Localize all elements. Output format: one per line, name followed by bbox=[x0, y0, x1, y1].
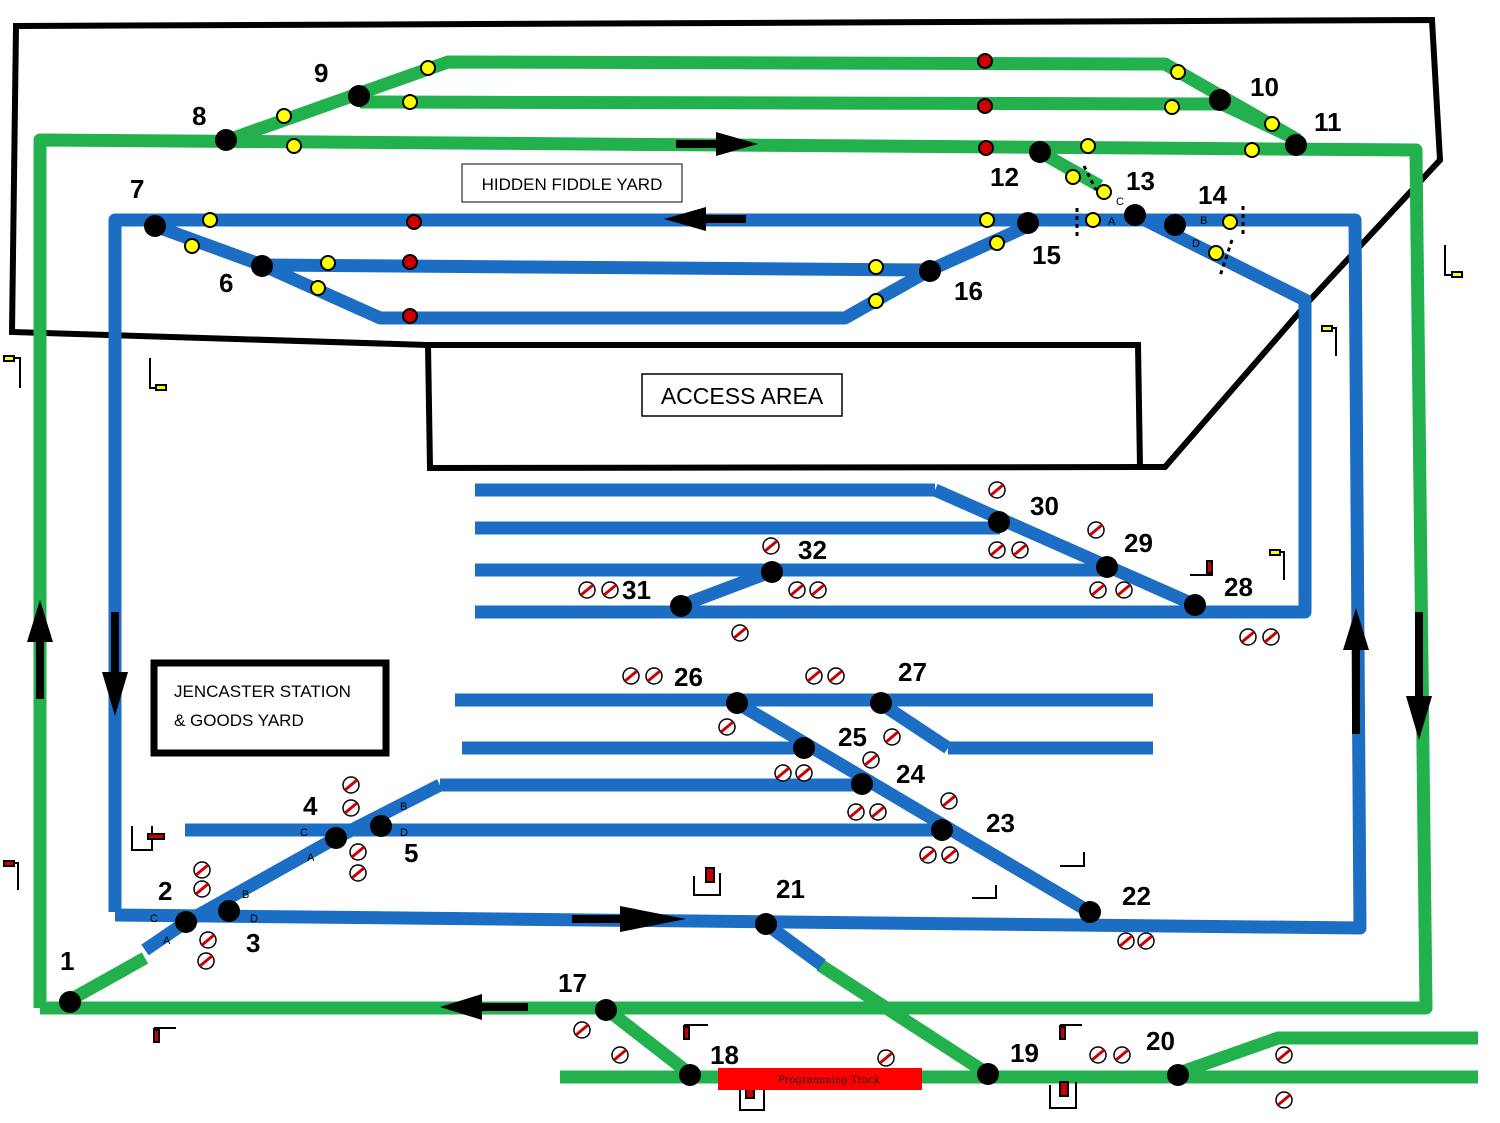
point-number: 15 bbox=[1032, 240, 1061, 270]
svg-text:B: B bbox=[1200, 215, 1207, 227]
station-label: JENCASTER STATION & GOODS YARD bbox=[150, 659, 390, 757]
point-number: 26 bbox=[674, 662, 703, 692]
svg-text:B: B bbox=[242, 889, 249, 901]
point-number: 17 bbox=[558, 968, 587, 998]
point-number: 32 bbox=[798, 535, 827, 565]
point-number: 28 bbox=[1224, 572, 1253, 602]
svg-text:D: D bbox=[1192, 238, 1200, 250]
svg-text:ACCESS AREA: ACCESS AREA bbox=[661, 383, 824, 409]
point-number: 20 bbox=[1146, 1026, 1175, 1056]
point-number: 22 bbox=[1122, 881, 1151, 911]
point-number: 12 bbox=[990, 162, 1019, 192]
semaphore-signal-icon bbox=[3, 245, 1463, 1111]
point-number: 29 bbox=[1124, 528, 1153, 558]
programming-track: Programming Track bbox=[718, 1068, 922, 1090]
blue-track bbox=[108, 209, 1367, 971]
point-number: 31 bbox=[622, 575, 651, 605]
svg-text:HIDDEN FIDDLE YARD: HIDDEN FIDDLE YARD bbox=[482, 175, 663, 194]
direction-arrow-icon bbox=[27, 132, 1432, 1020]
svg-text:B: B bbox=[400, 801, 407, 813]
point-number: 2 bbox=[158, 876, 172, 906]
point-number: 9 bbox=[314, 58, 328, 88]
point-number: 11 bbox=[1314, 107, 1342, 137]
point-number: 7 bbox=[130, 174, 144, 204]
point-number: 16 bbox=[954, 276, 983, 306]
point-number: 18 bbox=[710, 1040, 739, 1070]
point-number: 1 bbox=[60, 946, 74, 976]
svg-text:Programming Track: Programming Track bbox=[778, 1075, 881, 1086]
point-motor-icon bbox=[59, 85, 1307, 1086]
point-number: 10 bbox=[1250, 72, 1279, 102]
svg-text:C: C bbox=[1116, 196, 1124, 208]
point-number: 14 bbox=[1198, 180, 1227, 210]
point-number: 6 bbox=[219, 268, 233, 298]
svg-text:D: D bbox=[400, 827, 408, 839]
fiddle-yard-boundary bbox=[8, 16, 1444, 472]
point-number: 3 bbox=[246, 928, 260, 958]
hidden-fiddle-yard-label: HIDDEN FIDDLE YARD bbox=[461, 163, 683, 203]
isolating-section-icon bbox=[1075, 165, 1245, 277]
svg-text:A: A bbox=[307, 852, 315, 864]
point-number: 24 bbox=[896, 759, 925, 789]
point-numbers: 1 2 3 4 5 6 7 8 9 10 11 12 13 14 15 16 1… bbox=[60, 58, 1342, 1070]
point-number: 13 bbox=[1126, 166, 1155, 196]
colour-light-signal-icon bbox=[184, 53, 1280, 324]
svg-text:C: C bbox=[300, 827, 308, 839]
point-number: 19 bbox=[1010, 1038, 1039, 1068]
svg-text:A: A bbox=[1108, 216, 1116, 228]
svg-text:A: A bbox=[163, 935, 171, 947]
access-area-label: ACCESS AREA bbox=[641, 373, 843, 417]
point-number: 5 bbox=[404, 838, 418, 868]
point-number: 30 bbox=[1030, 491, 1059, 521]
point-number: 8 bbox=[192, 101, 206, 131]
svg-text:D: D bbox=[250, 913, 258, 925]
ground-signal-icon bbox=[193, 481, 1293, 1109]
point-number: 4 bbox=[303, 791, 318, 821]
point-letters: A B C D A B C D A B C D bbox=[150, 196, 1207, 947]
point-number: 23 bbox=[986, 808, 1015, 838]
svg-text:C: C bbox=[150, 913, 158, 925]
svg-text:JENCASTER STATION: JENCASTER STATION bbox=[174, 682, 351, 701]
svg-text:& GOODS YARD: & GOODS YARD bbox=[174, 711, 304, 730]
point-number: 25 bbox=[838, 722, 867, 752]
point-number: 21 bbox=[776, 874, 805, 904]
point-number: 27 bbox=[898, 657, 927, 687]
